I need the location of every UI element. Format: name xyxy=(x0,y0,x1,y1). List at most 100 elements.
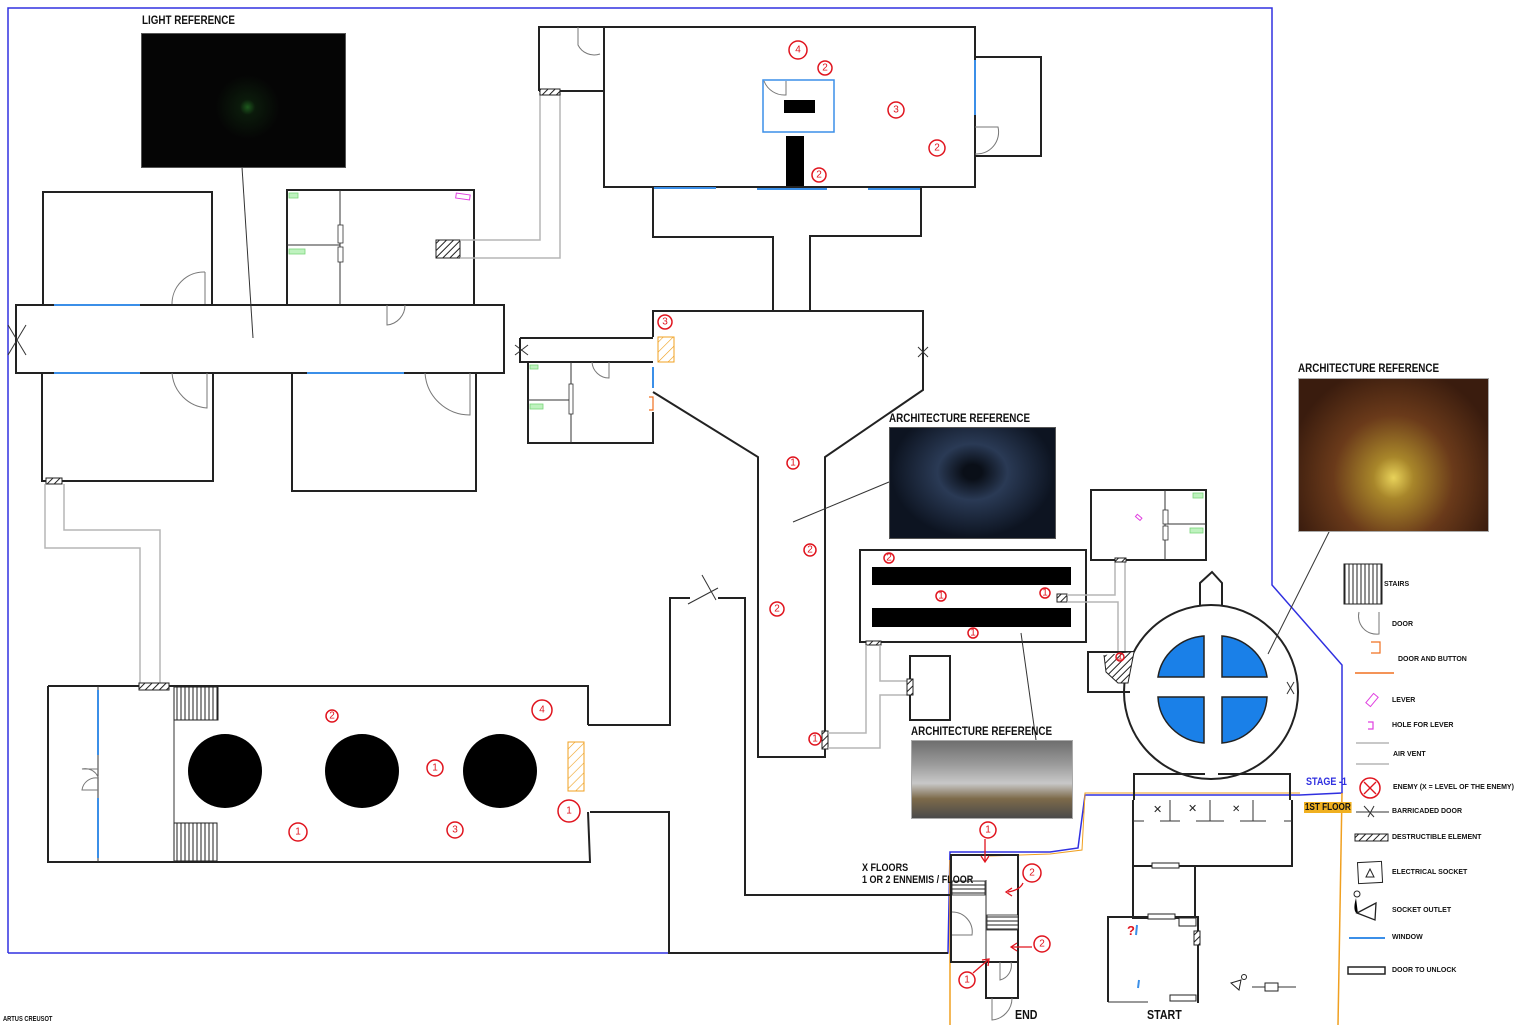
floor-boundary xyxy=(1337,792,1343,1025)
svg-text:✕: ✕ xyxy=(1188,803,1197,815)
enemy-marker: 4 xyxy=(788,40,808,60)
door-button-icon xyxy=(1371,641,1381,654)
legend-label-window: WINDOW xyxy=(1392,934,1423,941)
corridor-room xyxy=(859,549,1087,646)
destructible-icon xyxy=(1354,833,1389,842)
lever-icon xyxy=(455,192,471,201)
enemy-marker: 1 xyxy=(1039,587,1051,599)
enemy-marker: 1 xyxy=(958,971,976,989)
architecture-reference-title-2: ARCHITECTURE REFERENCE xyxy=(911,724,1053,738)
enemy-marker: 1 xyxy=(786,456,800,470)
electrical-socket-icon xyxy=(1178,917,1197,927)
enemy-marker: 4 xyxy=(531,699,553,721)
barricaded-door-icon xyxy=(917,346,929,358)
enemy-level: 2 xyxy=(807,545,813,556)
svg-text:✕: ✕ xyxy=(1232,804,1240,815)
enemy-level: 1 xyxy=(938,591,944,602)
enemy-marker: 3 xyxy=(657,314,673,330)
enemy-level: 2 xyxy=(886,553,892,564)
room-side-t xyxy=(514,337,654,444)
enemy-level: 2 xyxy=(934,143,940,154)
enemy-marker: 2 xyxy=(769,601,785,617)
lever-hole-icon xyxy=(1368,721,1374,730)
architecture-reference-image-2 xyxy=(911,740,1073,819)
enemy-level: 1 xyxy=(985,825,991,836)
legend-label-barricaded-door: BARRICADED DOOR xyxy=(1392,808,1462,815)
enemy-level: 2 xyxy=(774,604,780,615)
enemy-level: 2 xyxy=(329,711,335,722)
small-room xyxy=(909,655,951,721)
corridor-link xyxy=(588,597,690,726)
destructible-icon xyxy=(657,336,675,363)
legend-label-socket-outlet: SOCKET OUTLET xyxy=(1392,907,1452,914)
destructible-icon xyxy=(435,239,461,259)
floor-boundary-2 xyxy=(989,792,1300,857)
barricaded-door-icon xyxy=(514,344,529,356)
enemy-marker: 2 xyxy=(811,167,827,183)
enemy-marker: 1 xyxy=(935,590,947,602)
room-bottom-middle xyxy=(291,372,477,492)
enemy-marker: 1 xyxy=(557,799,581,823)
first-floor-label: 1ST FLOOR xyxy=(1304,802,1352,813)
enemy-level: 2 xyxy=(1039,939,1045,950)
legend-label-door-unlock: DOOR TO UNLOCK xyxy=(1392,967,1456,974)
architecture-reference-title-3: ARCHITECTURE REFERENCE xyxy=(1298,361,1440,375)
enemy-level: 2 xyxy=(816,170,822,181)
legend-label-air-vent: AIR VENT xyxy=(1393,751,1426,758)
barricaded-door-icon xyxy=(1286,681,1295,695)
enemy-level: 1 xyxy=(790,458,796,469)
socket-outlet-sketch xyxy=(1229,974,1296,992)
enemy-marker: 1 xyxy=(979,821,997,839)
enemy-level: 2 xyxy=(822,63,828,74)
legend-label-door: DOOR xyxy=(1392,621,1413,628)
floors-note-line1: X FLOORS xyxy=(862,862,909,874)
barricaded-door-icon xyxy=(1356,805,1389,818)
stage-boundary xyxy=(7,7,1343,954)
barricaded-door-icon xyxy=(7,324,27,356)
legend-label-lever-hole: HOLE FOR LEVER xyxy=(1392,722,1453,729)
enemy-marker: 3 xyxy=(446,821,464,839)
architecture-reference-image-1 xyxy=(889,427,1056,539)
enemy-level: 1 xyxy=(964,975,970,986)
enemy-level: 2 xyxy=(1029,868,1035,879)
svg-text:?: ? xyxy=(1127,923,1135,938)
light-reference-image xyxy=(141,33,346,168)
legend xyxy=(1343,563,1394,975)
reactor-room xyxy=(1087,570,1299,800)
start-label: START xyxy=(1147,1007,1182,1022)
lever-icon xyxy=(1365,692,1379,708)
room-top-right xyxy=(1090,489,1207,563)
legend-label-lever: LEVER xyxy=(1392,697,1415,704)
enemy-level: 1 xyxy=(970,628,976,639)
enemy-marker: 2 xyxy=(883,552,895,564)
socket-outlet-icon xyxy=(1353,890,1377,921)
enemy-marker: 1 xyxy=(426,759,444,777)
enemy-level: 1 xyxy=(295,827,301,838)
air-vent xyxy=(460,93,541,241)
svg-text:✕: ✕ xyxy=(1153,804,1162,816)
author-label: ARTUS CREUSOT xyxy=(3,1016,53,1023)
floors-note-line2: 1 OR 2 ENNEMIS / FLOOR xyxy=(862,874,974,886)
main-corridor xyxy=(7,304,505,374)
pillar-hall xyxy=(47,682,592,863)
legend-label-door-button: DOOR AND BUTTON xyxy=(1398,656,1467,663)
enemy-level: 4 xyxy=(795,45,801,56)
destructible-icon xyxy=(45,477,63,485)
enemy-marker: 2 xyxy=(817,60,833,76)
legend-label-enemy: ENEMY (X = LEVEL OF THE ENEMY) xyxy=(1393,784,1514,791)
enemy-level: 1 xyxy=(1042,588,1048,599)
electrical-socket-icon xyxy=(1356,860,1384,885)
legend-label-electrical-socket: ELECTRICAL SOCKET xyxy=(1392,869,1468,876)
enemy-level: 1 xyxy=(432,763,438,774)
room-bottom-left xyxy=(41,372,214,485)
enemy-level: 3 xyxy=(662,317,668,328)
enemy-marker: 2 xyxy=(928,139,946,157)
enemy-marker: 2 xyxy=(325,709,339,723)
light-reference-title: LIGHT REFERENCE xyxy=(142,13,235,27)
end-label: END xyxy=(1015,1007,1038,1022)
enemy-arrows xyxy=(972,839,1032,974)
enemy-marker: 1 xyxy=(1115,652,1125,663)
